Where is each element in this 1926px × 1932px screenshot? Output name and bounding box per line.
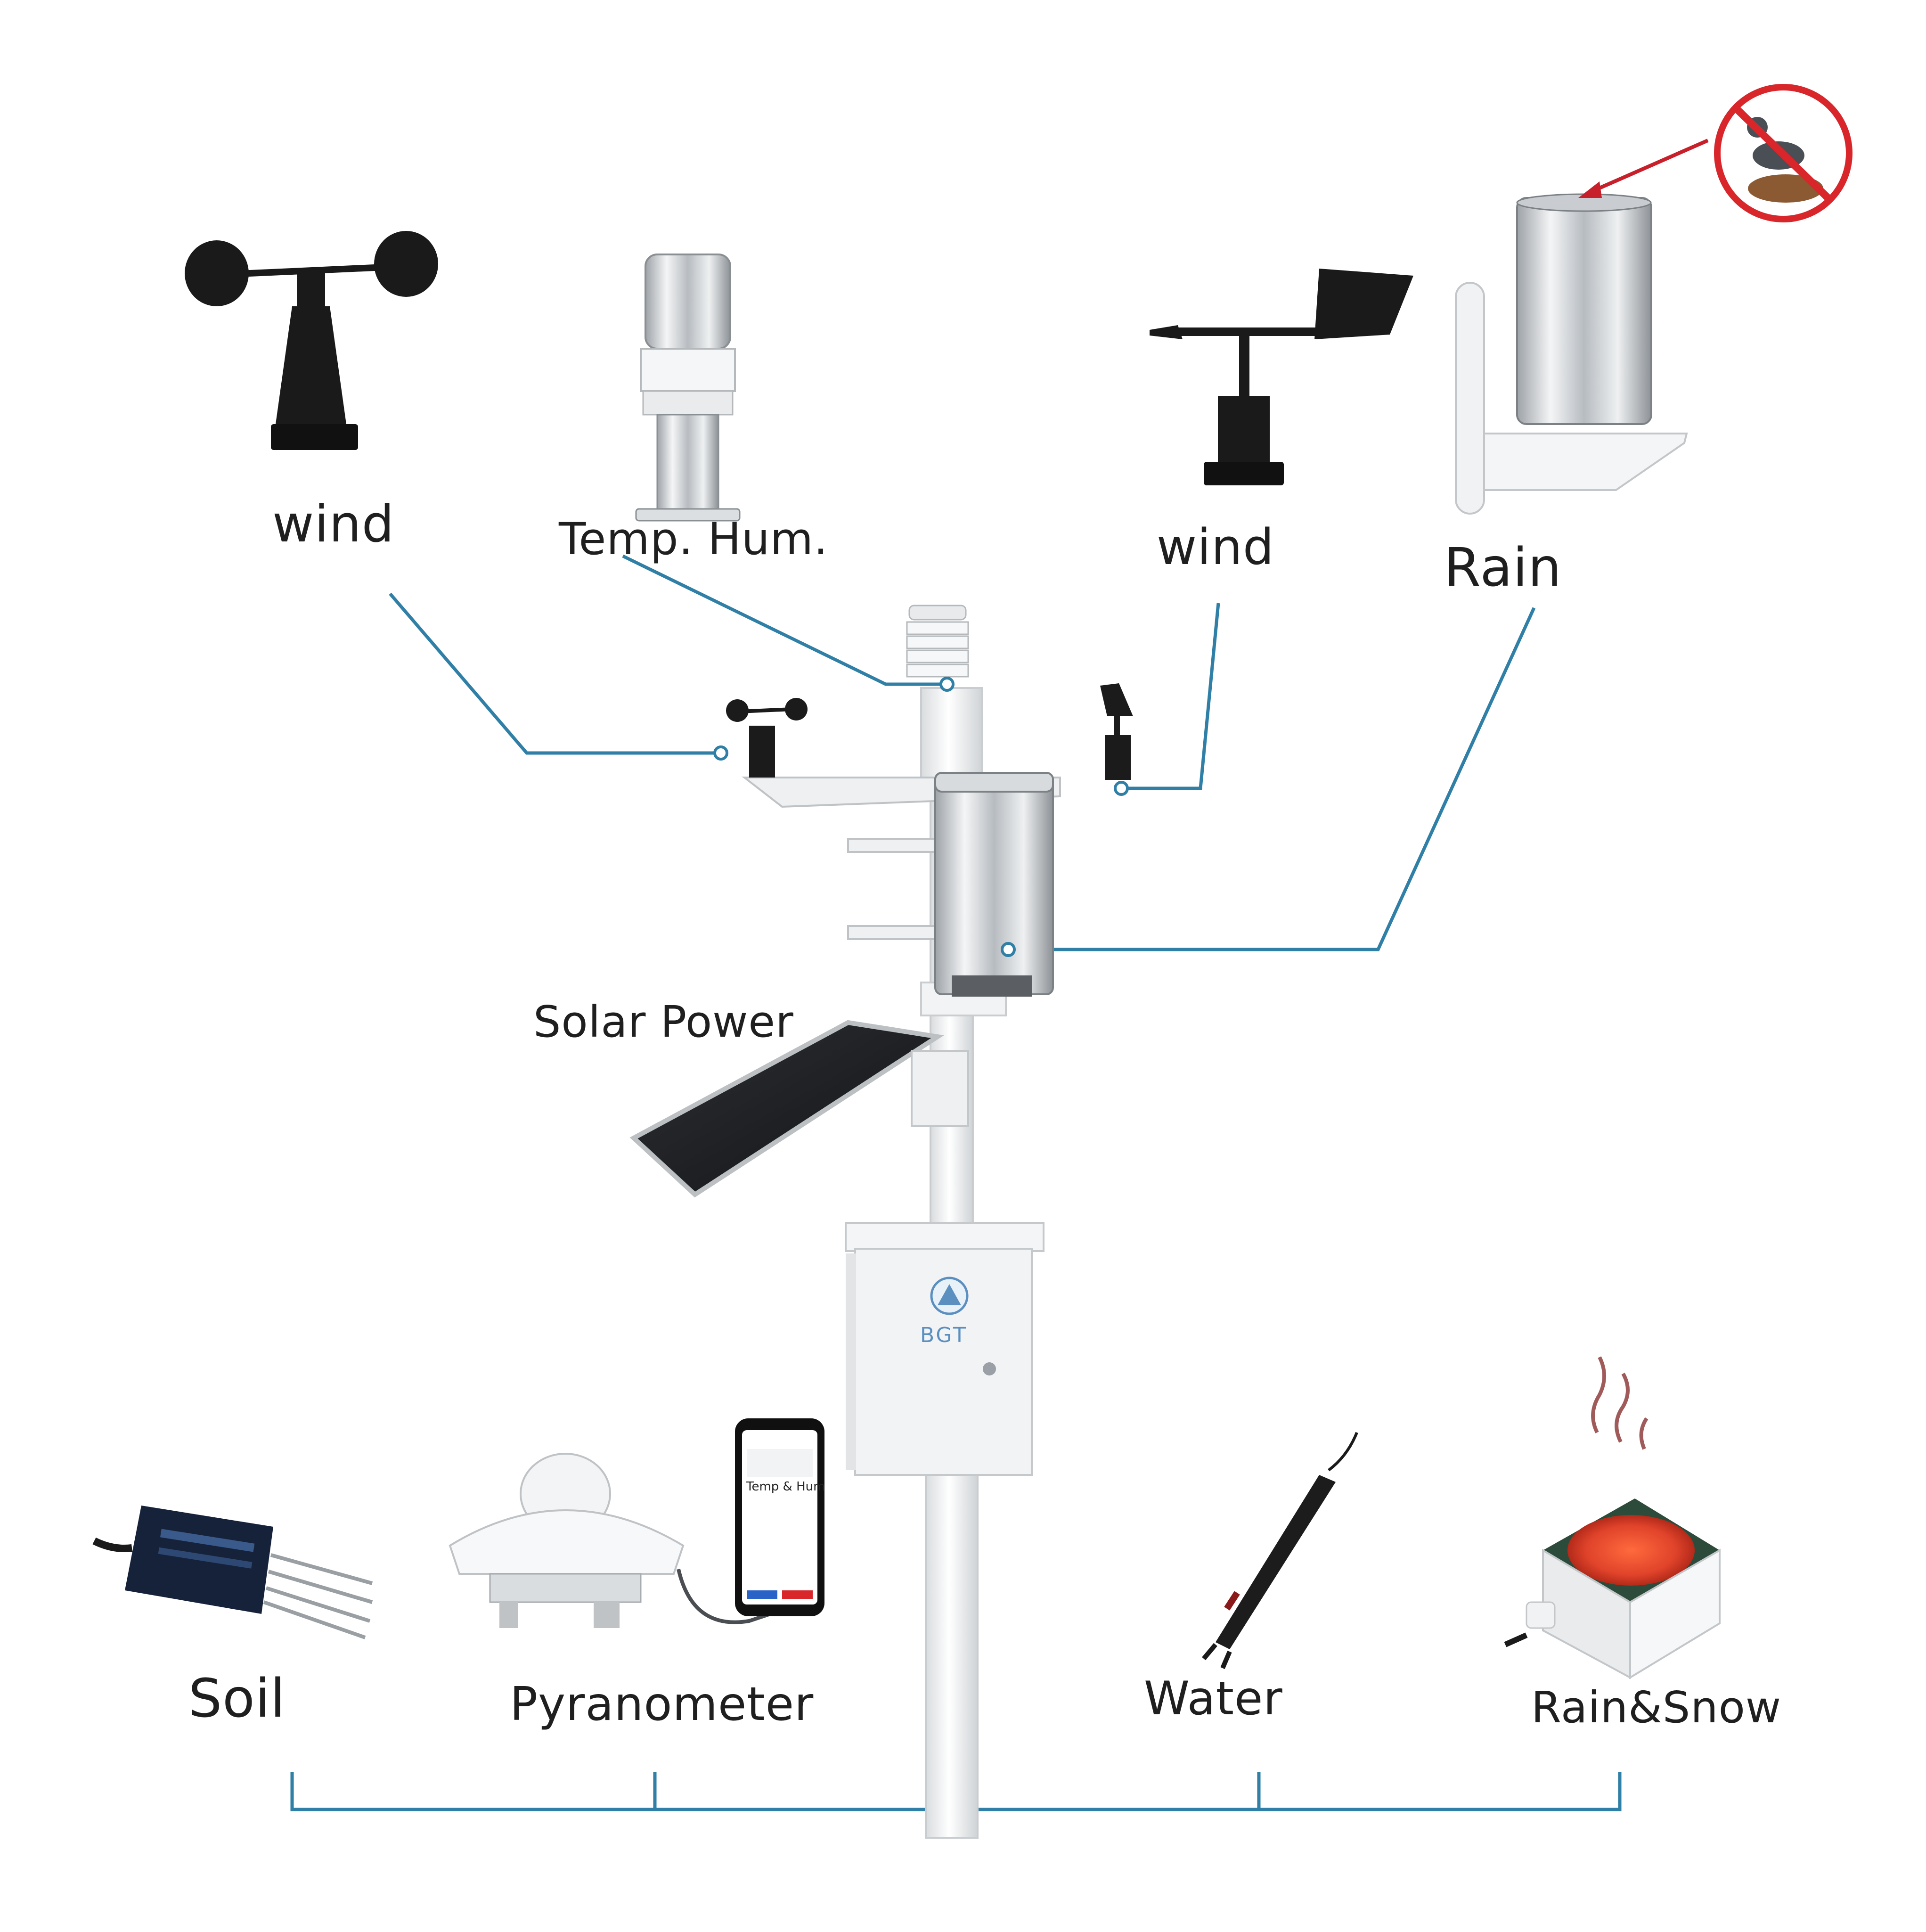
- wind-vane-icon: [1150, 269, 1413, 485]
- water-probe-icon: [1202, 1432, 1358, 1669]
- control-cabinet: [845, 1222, 1045, 1476]
- label-soil: Soil: [188, 1668, 286, 1729]
- connector-wind-right: [1121, 603, 1220, 790]
- connector-wind-left: [389, 592, 721, 755]
- label-rain: Rain: [1444, 537, 1562, 598]
- pyranometer-icon: [449, 1453, 778, 1628]
- connector-temp-hum: [622, 554, 947, 686]
- label-temp-hum: Temp. Hum.: [559, 514, 828, 565]
- label-water: Water: [1144, 1672, 1283, 1726]
- label-solar-power: Solar Power: [533, 997, 794, 1047]
- label-pyranometer: Pyranometer: [510, 1678, 814, 1731]
- cup-anemometer-icon: [185, 231, 438, 450]
- soil-probe-icon: [92, 1506, 373, 1639]
- rain-gauge-small: [934, 772, 1054, 997]
- label-rain-snow: Rain&Snow: [1531, 1682, 1782, 1733]
- wind-vane-small: [1100, 683, 1133, 796]
- label-wind-left: wind: [272, 495, 395, 554]
- anemometer-small: [713, 698, 808, 778]
- rain-snow-sensor-icon: [1504, 1356, 1721, 1679]
- solar-panel-icon: [629, 1020, 969, 1198]
- label-wind-right: wind: [1157, 518, 1274, 576]
- smartphone-icon: [735, 1418, 824, 1616]
- temp-humidity-sensor-icon: [635, 254, 741, 522]
- rain-gauge-icon: [1455, 193, 1688, 515]
- temp-hum-shield-small: [906, 605, 969, 692]
- bgt-mountain-icon: [938, 1284, 961, 1305]
- connector-rain: [1008, 607, 1536, 951]
- cabinet-brand: BGT: [920, 1323, 968, 1347]
- phone-screen-title: Temp & Hum: [746, 1480, 825, 1494]
- no-bird-nest-icon: [1578, 84, 1853, 222]
